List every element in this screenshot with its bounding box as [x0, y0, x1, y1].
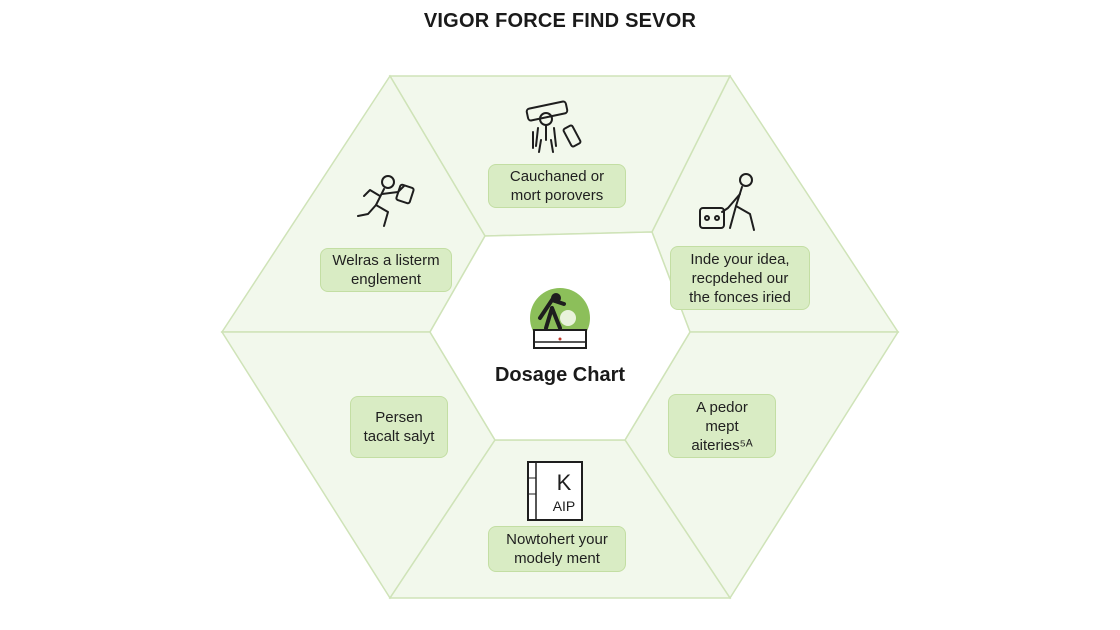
document-k-aip-icon: K AIP — [527, 461, 583, 521]
label-upper-right: Inde your idea, recpdehed our the fonces… — [670, 246, 810, 310]
page-title: VIGOR FORCE FIND SEVOR — [423, 10, 697, 32]
label-top: Cauchaned or mort porovers — [488, 164, 626, 208]
person-pushing-box-icon — [699, 173, 755, 231]
person-carrying-icon — [525, 100, 582, 153]
icon-text-aip: AIP — [553, 498, 576, 514]
running-person-icon — [357, 175, 415, 227]
label-lower-left: Persen tacalt salyt — [350, 396, 448, 458]
icon-text-k: K — [557, 470, 572, 495]
center-title: Dosage Chart — [494, 364, 626, 386]
label-bottom: Nowtohert your modely ment — [488, 526, 626, 572]
label-upper-left: Welras a listerm englement — [320, 248, 452, 292]
person-lifting-icon — [530, 288, 590, 349]
label-lower-right: A pedor mept aiteries⁵ᴬ — [668, 394, 776, 458]
